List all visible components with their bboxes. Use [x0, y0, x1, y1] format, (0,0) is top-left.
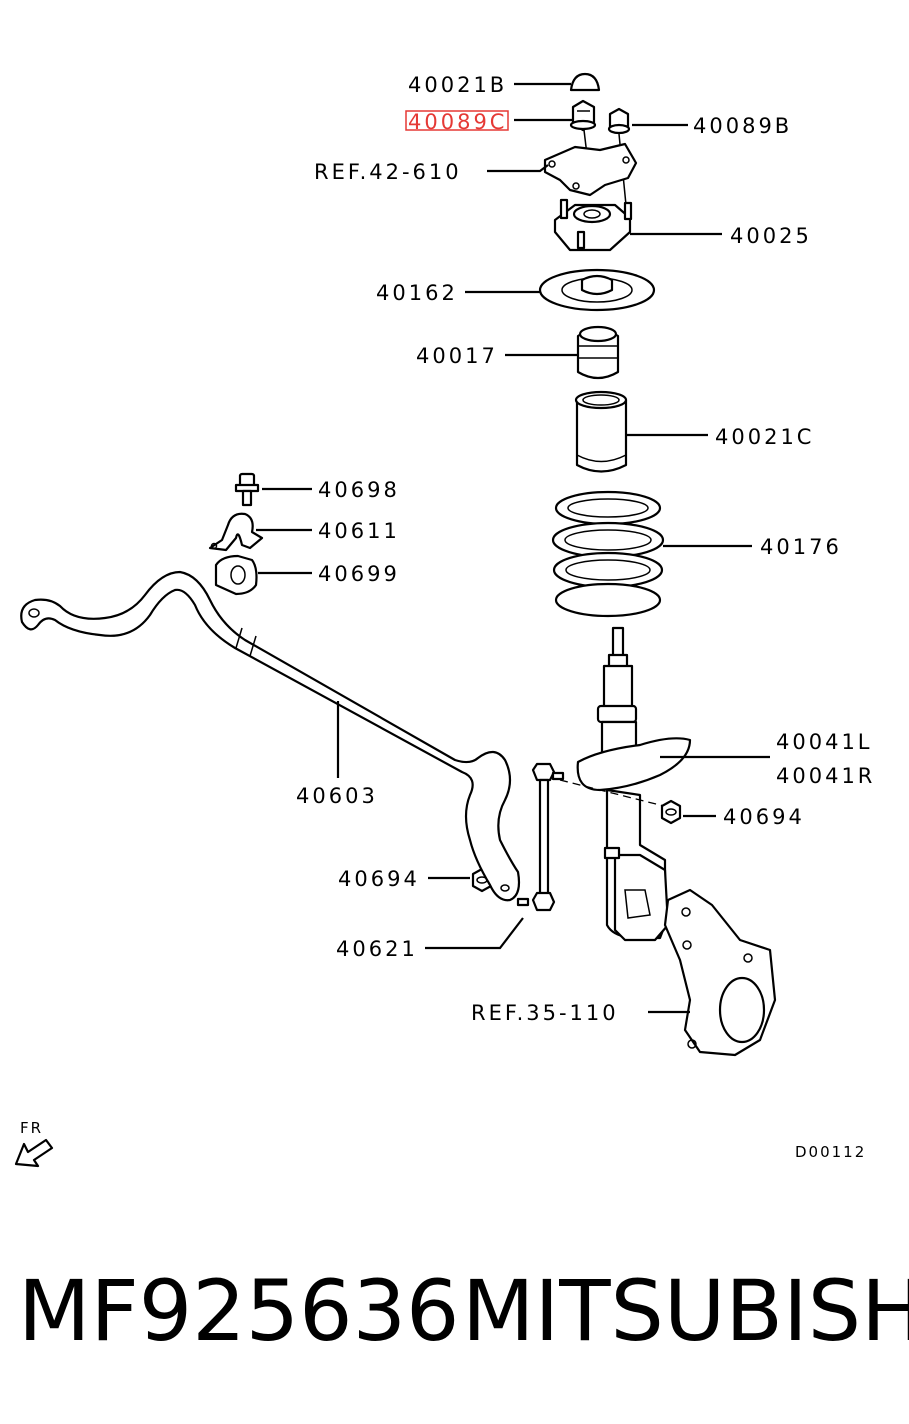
label-40017: 40017	[416, 344, 498, 368]
label-40699: 40699	[318, 562, 400, 586]
bushing-bracket-part	[208, 512, 264, 552]
label-ref-42-610: REF.42-610	[314, 160, 462, 184]
label-40041R: 40041R	[776, 764, 875, 788]
diagram-code: D00112	[795, 1143, 866, 1161]
steering-knuckle	[663, 888, 777, 1057]
mount-nut-part	[607, 107, 631, 135]
label-40621: 40621	[336, 937, 418, 961]
front-arrow-icon: FR	[14, 1119, 54, 1168]
highlight-box	[405, 110, 509, 131]
part-number: MF925636	[18, 1262, 460, 1360]
label-40611: 40611	[318, 519, 400, 543]
upper-nut-part[interactable]	[569, 99, 597, 132]
label-40041L: 40041L	[776, 730, 873, 754]
label-40025: 40025	[730, 224, 812, 248]
bump-stop-part	[576, 325, 620, 380]
label-40089B: 40089B	[693, 114, 792, 138]
label-40089C-highlighted[interactable]: 40089C	[408, 110, 507, 134]
stabilizer-link-part	[516, 762, 565, 912]
strut-assembly-part	[559, 626, 692, 942]
stabilizer-bushing-part	[214, 554, 258, 596]
label-40021C: 40021C	[715, 425, 814, 449]
strut-mount-part	[553, 198, 633, 252]
label-40694-left: 40694	[338, 867, 420, 891]
spring-seat-part	[538, 268, 656, 312]
stabilizer-bar-part	[20, 570, 521, 902]
label-40694-right: 40694	[723, 805, 805, 829]
label-40176: 40176	[760, 535, 842, 559]
coil-spring-part	[551, 490, 665, 618]
body-mount-plate	[543, 142, 638, 197]
label-40021B: 40021B	[408, 73, 507, 97]
dust-cap-part	[569, 72, 601, 92]
label-ref-35-110: REF.35-110	[471, 1001, 619, 1025]
leader-lines	[256, 82, 770, 1014]
link-nut-right	[660, 799, 682, 825]
footer: MF925636 MITSUBISHI	[0, 1262, 909, 1382]
label-40603: 40603	[296, 784, 378, 808]
brand-name: MITSUBISHI	[462, 1262, 909, 1360]
bracket-bolt-part	[234, 472, 260, 507]
label-40698: 40698	[318, 478, 400, 502]
label-fr: FR	[20, 1119, 43, 1137]
dust-boot-part	[574, 390, 628, 473]
label-40162: 40162	[376, 281, 458, 305]
